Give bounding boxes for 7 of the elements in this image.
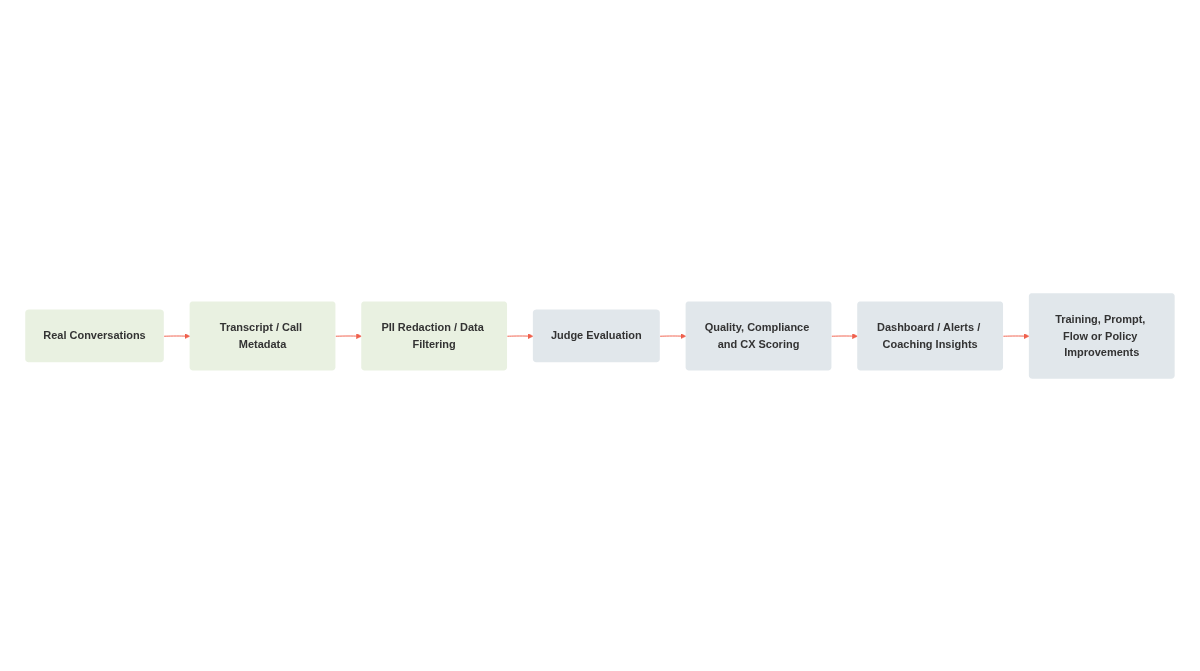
node-box: Training, Prompt, Flow or Policy Improvements [1028,292,1175,379]
node-box: Transcript / Call Metadata [189,301,336,370]
node-box: PII Redaction / Data Filtering [361,301,508,370]
node-box: Real Conversations [25,309,164,362]
node-box: Quality, Compliance and CX Scoring [685,301,832,370]
node-box: Dashboard / Alerts / Coaching Insights [857,301,1004,370]
node-box: Judge Evaluation [532,309,660,362]
